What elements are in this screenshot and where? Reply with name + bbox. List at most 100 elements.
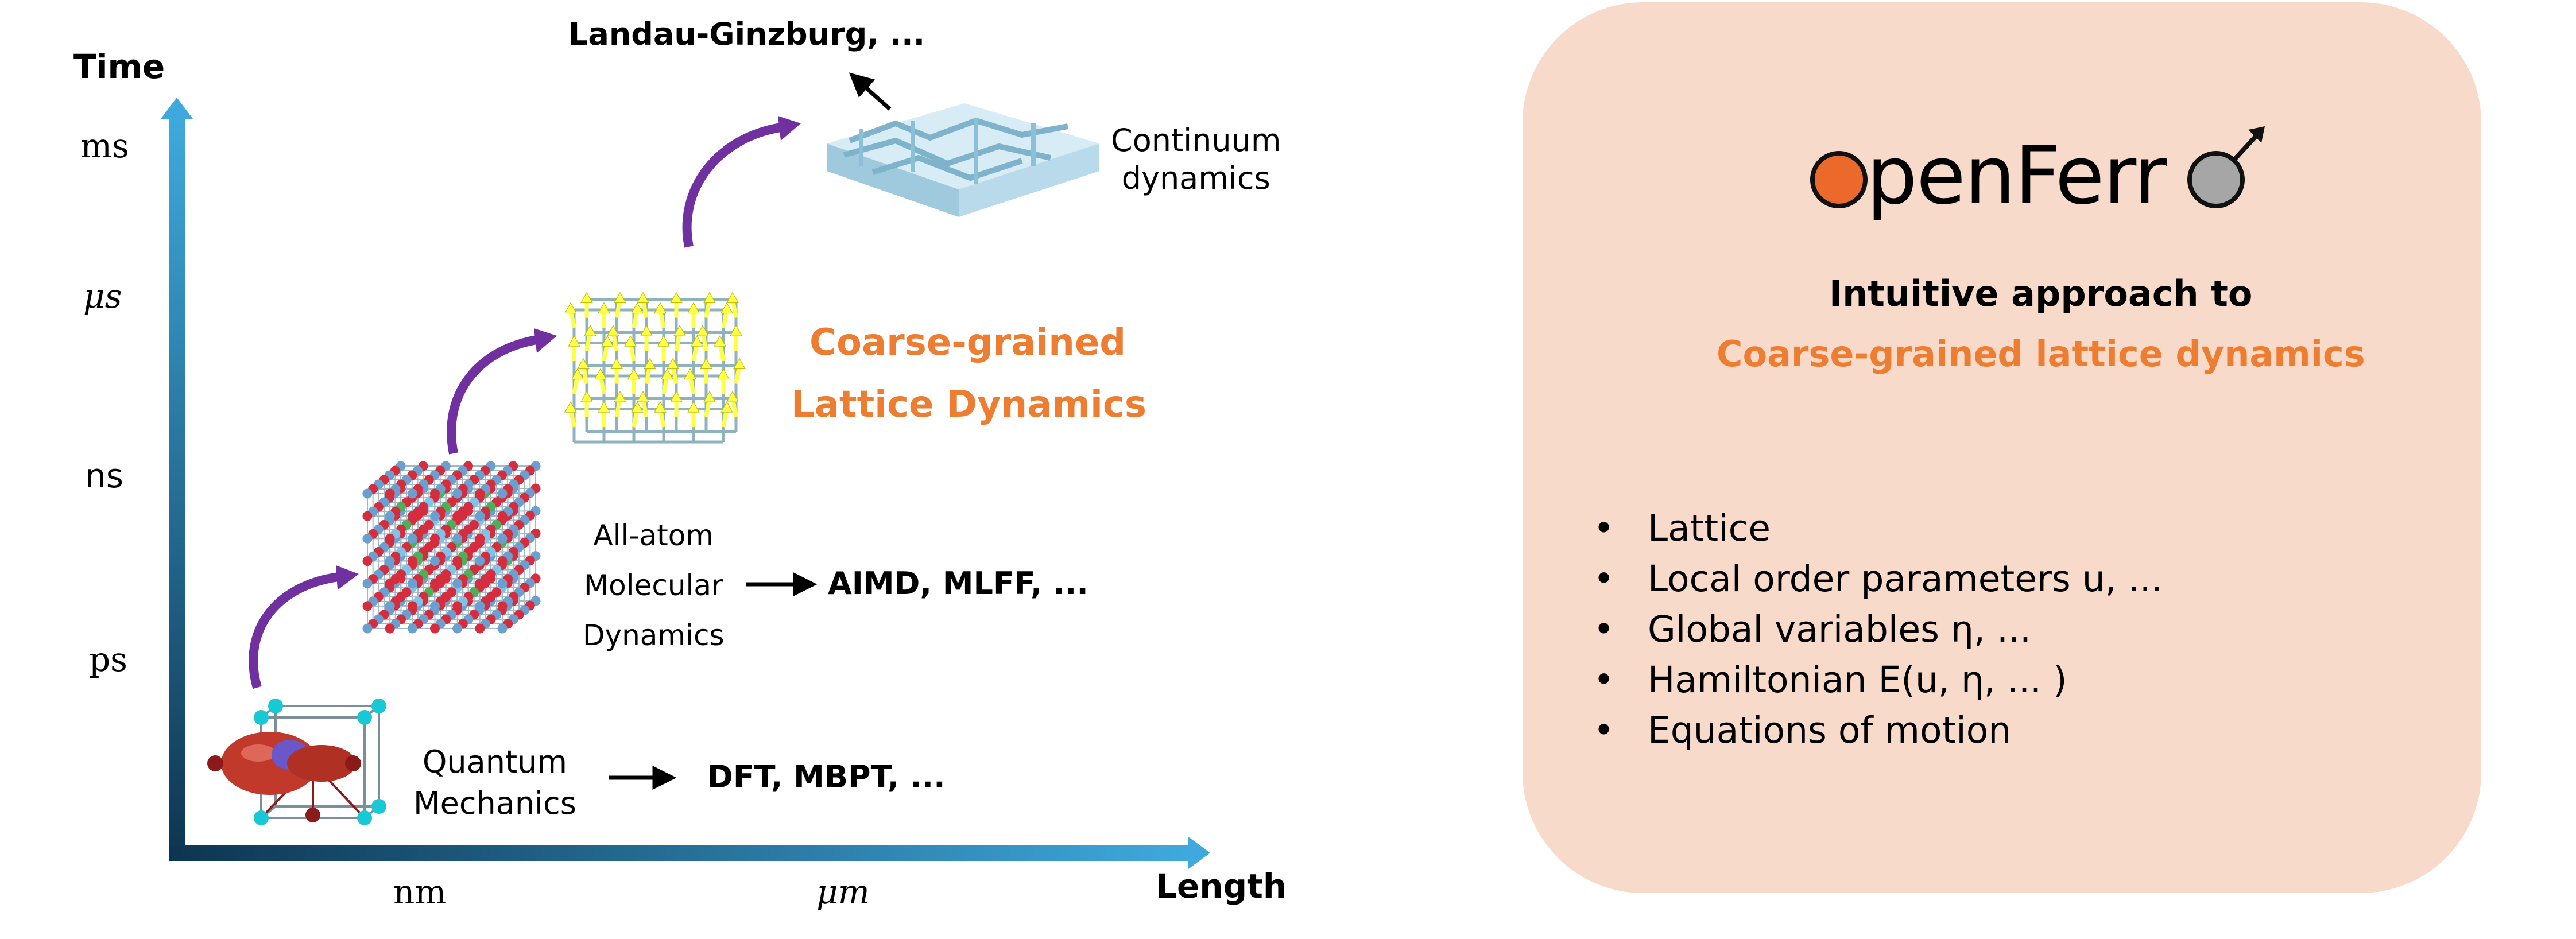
logo-o-dot [1810, 151, 1868, 208]
continuum-to-methods-arrow [849, 72, 892, 111]
bullet-item: •Lattice [1593, 507, 1771, 549]
atom [497, 488, 508, 499]
continuum-label-line2: dynamics [1121, 160, 1270, 196]
qm-methods: DFT, MBPT, ... [707, 759, 946, 795]
time-axis-arrowhead [161, 98, 193, 119]
bullet-text: Equations of motion [1648, 709, 2012, 751]
qm-label: Quantum Mechanics [413, 742, 576, 824]
md-label-line3: Dynamics [583, 619, 725, 652]
logo-male-circle [2187, 151, 2245, 208]
atom [362, 556, 373, 566]
atom [475, 601, 485, 611]
atom [385, 556, 395, 566]
cg-label-line1: Coarse-grained [809, 321, 1126, 364]
atom [497, 579, 508, 589]
logo-male-arrow-head [2248, 126, 2265, 143]
atom [362, 579, 373, 589]
panel-subtitle: Intuitive approach to [1829, 273, 2253, 315]
atom [385, 488, 395, 499]
quantum-unit-cell [207, 699, 386, 825]
panel-highlight: Coarse-grained lattice dynamics [1717, 333, 2365, 375]
atom [430, 533, 440, 544]
length-tick-um: μm [816, 872, 870, 911]
openferro-logo: penFerr [1807, 115, 2267, 230]
bullet-text: Global variables η, ... [1648, 608, 2032, 650]
coarse-grained-lattice [564, 292, 746, 444]
length-tick-nm: nm [393, 872, 447, 911]
atom [452, 601, 463, 611]
md-label: All-atom Molecular Dynamics [583, 511, 725, 661]
atom [475, 579, 485, 589]
atom [407, 533, 417, 544]
continuum-label: Continuum dynamics [1111, 122, 1281, 197]
atom [407, 556, 417, 566]
atom [362, 511, 373, 521]
atom [430, 579, 440, 589]
atom [430, 623, 440, 634]
atom [497, 623, 508, 634]
atom [362, 623, 373, 634]
length-axis-line [169, 845, 1190, 861]
continuum-methods: Landau-Ginzburg, ... [568, 16, 925, 52]
atom [385, 511, 395, 521]
all-atom-cube [362, 461, 541, 634]
time-tick-ms: ms [80, 126, 129, 165]
atom [362, 601, 373, 611]
length-axis-title: Length [1156, 867, 1287, 906]
md-label-line2: Molecular [583, 569, 723, 602]
time-tick-ps: ps [89, 640, 127, 679]
atom [497, 511, 508, 521]
atom [407, 511, 417, 521]
atom [475, 533, 485, 544]
atom [475, 556, 485, 566]
atom [430, 511, 440, 521]
atom [430, 556, 440, 566]
atom [452, 623, 463, 634]
qm-label-line1: Quantum [422, 744, 567, 780]
length-axis-arrowhead [1188, 837, 1210, 869]
atom [452, 579, 463, 589]
logo-graphics [1810, 126, 2265, 208]
bullet-text: Lattice [1648, 507, 1771, 549]
atom [407, 579, 417, 589]
atom [430, 488, 440, 499]
atom [452, 488, 463, 499]
atom [385, 579, 395, 589]
continuum-label-line1: Continuum [1111, 122, 1281, 158]
atom [497, 533, 508, 544]
atom [430, 601, 440, 611]
bullet-item: •Local order parameters u, ... [1593, 558, 2163, 600]
logo-text: penFerr [1866, 129, 2167, 223]
curved-arrow-2 [447, 328, 557, 455]
bullet-text: Hamiltonian E(u, η, ... ) [1648, 659, 2067, 701]
atom [362, 533, 373, 544]
openferro-panel [1523, 2, 2481, 893]
md-methods: AIMD, MLFF, ... [828, 565, 1088, 602]
time-tick-ns: ns [85, 456, 123, 495]
time-axis-title: Time [73, 47, 165, 86]
bullet-text: Local order parameters u, ... [1648, 558, 2163, 600]
bullet-item: •Global variables η, ... [1593, 608, 2032, 650]
qm-label-line2: Mechanics [413, 785, 576, 821]
atom [385, 623, 395, 634]
atom [407, 623, 417, 634]
time-tick-us: μs [83, 277, 122, 316]
curved-arrow-1 [249, 565, 359, 689]
curved-arrow-3 [682, 116, 801, 248]
atom [475, 488, 485, 499]
atom [407, 601, 417, 611]
md-label-line1: All-atom [593, 519, 714, 552]
atom [497, 556, 508, 566]
atom [362, 488, 373, 499]
time-axis-line [169, 118, 185, 861]
atom [475, 511, 485, 521]
atom [475, 623, 485, 634]
atom [385, 601, 395, 611]
atom [385, 533, 395, 544]
continuum-slab [827, 103, 1099, 217]
atom [452, 533, 463, 544]
atom [452, 511, 463, 521]
bullet-item: •Equations of motion [1593, 709, 2012, 751]
atom [497, 601, 508, 611]
